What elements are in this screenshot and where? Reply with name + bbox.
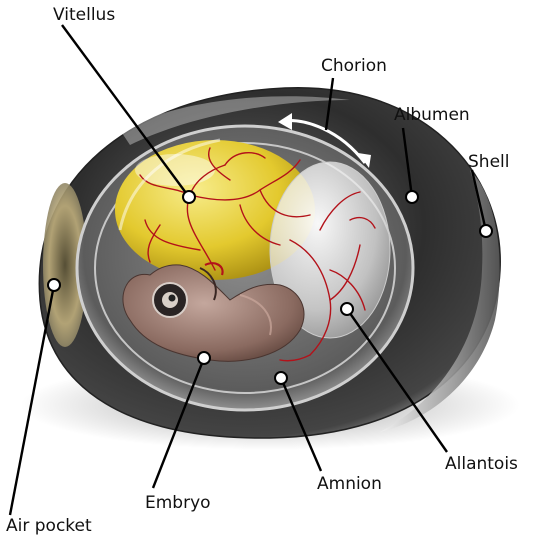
embryo <box>122 262 305 362</box>
label-amnion: Amnion <box>317 474 382 494</box>
dot-embryo <box>197 351 211 365</box>
allantois <box>269 161 391 339</box>
vitellus <box>115 140 315 280</box>
leader-chorion <box>324 77 335 131</box>
leader-embryo <box>151 357 206 489</box>
leader-allantois <box>346 308 448 453</box>
air-pocket <box>43 183 87 347</box>
label-chorion: Chorion <box>321 56 387 76</box>
label-shell: Shell <box>468 152 509 172</box>
dot-vitellus <box>182 190 196 204</box>
leader-albumen <box>401 127 414 198</box>
leader-lines <box>8 24 488 516</box>
leader-shell <box>470 169 488 232</box>
leader-amnion <box>279 377 323 472</box>
dot-shell <box>479 224 493 238</box>
label-air-pocket: Air pocket <box>6 516 92 536</box>
chorion-membrane <box>94 142 396 394</box>
double-arrow-icon <box>278 113 371 168</box>
dot-allantois <box>340 302 354 316</box>
leader-vitellus <box>61 24 190 198</box>
label-allantois: Allantois <box>445 454 518 474</box>
dot-air-pocket <box>47 278 61 292</box>
label-vitellus: Vitellus <box>53 5 115 25</box>
leader-air-pocket <box>8 284 56 516</box>
label-embryo: Embryo <box>145 493 211 513</box>
anchor-dots <box>47 190 493 385</box>
label-albumen: Albumen <box>394 105 470 125</box>
albumen-highlight <box>118 138 221 231</box>
dot-albumen <box>405 190 419 204</box>
dot-amnion <box>274 371 288 385</box>
